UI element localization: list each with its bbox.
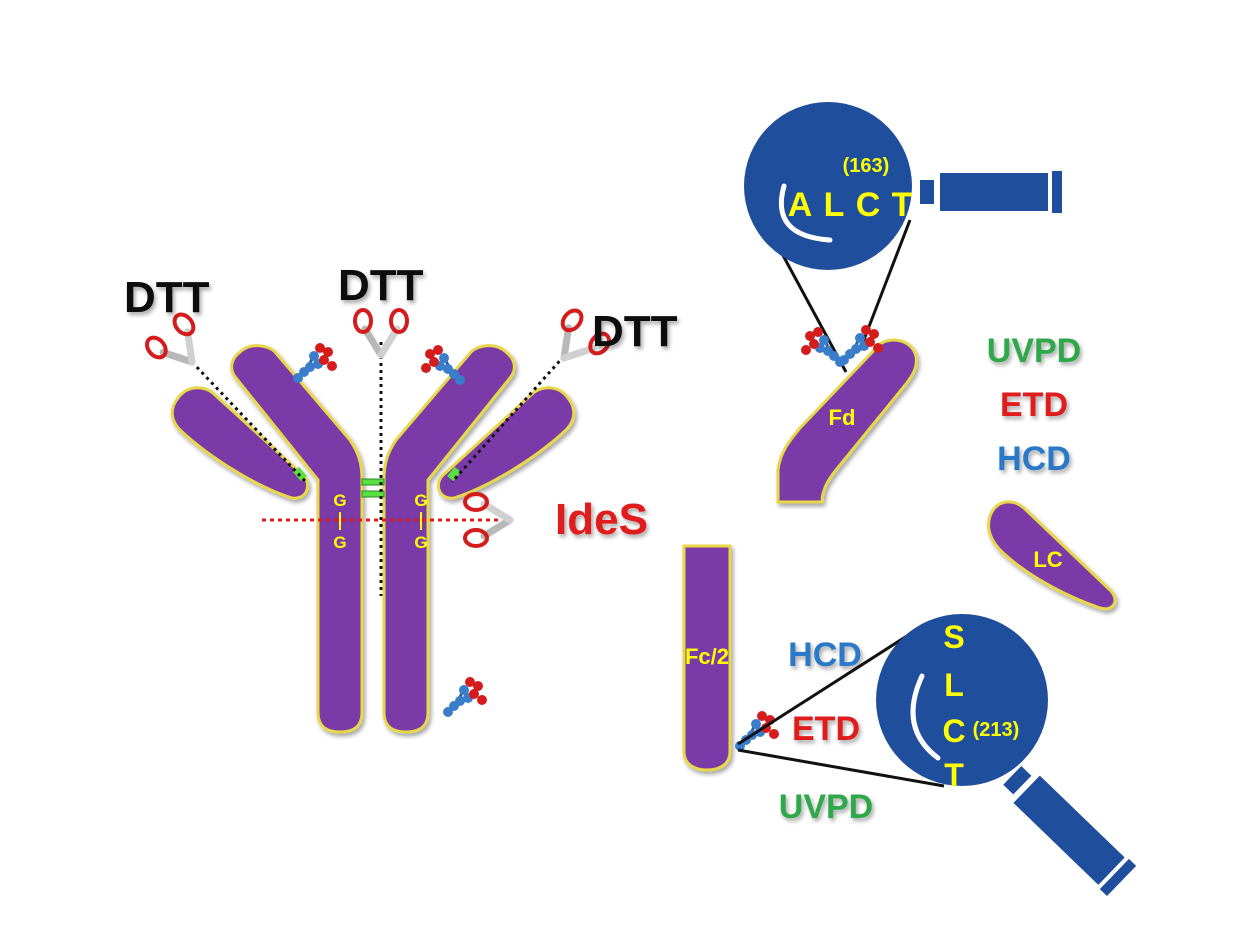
- hinge-right-g1: G: [414, 491, 427, 510]
- fd-sequence-3: C: [856, 186, 881, 224]
- fd-sequence-4: T: [892, 186, 913, 224]
- heavy-chain-right: [382, 344, 516, 734]
- fd-method-hcd: HCD: [997, 440, 1071, 478]
- fc-residue-number: (213): [973, 719, 1020, 741]
- fd-panel: (163) A L C T Fd UVPD ETD HCD: [744, 102, 1081, 504]
- fc-method-etd: ETD: [792, 710, 860, 748]
- ides-label: IdeS: [555, 495, 648, 544]
- fc-fragment: [682, 544, 732, 772]
- fc-sequence-4: T: [944, 757, 964, 793]
- fd-sequence-1: A: [788, 186, 813, 224]
- magnifier-lens: [744, 102, 912, 270]
- fc-sequence-2: L: [944, 667, 964, 703]
- heavy-chain-left: [230, 344, 364, 734]
- fc-method-uvpd: UVPD: [779, 788, 873, 826]
- dtt-label-right: DTT: [592, 307, 678, 356]
- hinge-disulfide-bond-2: [361, 490, 385, 498]
- hinge-disulfide-bond-1: [361, 478, 385, 486]
- fd-fragment-label: Fd: [829, 405, 856, 430]
- lc-disulfide-bond-right: [447, 466, 461, 482]
- fc-fragment-label: Fc/2: [685, 644, 729, 669]
- glycan-icon: [441, 675, 489, 719]
- glycan-icon: [291, 341, 339, 385]
- fd-residue-number: (163): [843, 155, 890, 177]
- lc-fragment-label: LC: [1033, 547, 1062, 572]
- fc-panel: Fc/2 S L C T (213) HCD ETD UVPD: [682, 544, 1137, 897]
- fc-method-hcd: HCD: [788, 636, 862, 674]
- magnifier-handle: [920, 180, 934, 204]
- hinge-left-g2: G: [333, 533, 346, 552]
- light-chain-left: [170, 386, 309, 500]
- light-chain-right: [437, 386, 576, 500]
- lc-fragment: [987, 500, 1117, 611]
- hinge-left-g1: G: [333, 491, 346, 510]
- fd-fragment: [776, 338, 918, 504]
- fd-method-uvpd: UVPD: [987, 332, 1081, 370]
- scissors-icon: [355, 310, 407, 355]
- dtt-label-center: DTT: [338, 261, 424, 310]
- fd-method-etd: ETD: [1000, 386, 1068, 424]
- dtt-label-left: DTT: [124, 273, 210, 322]
- fd-sequence-2: L: [824, 186, 845, 224]
- antibody: G G G G DTT DTT DTT IdeS: [124, 261, 678, 734]
- dtt-cut-line-right: [450, 355, 566, 483]
- lc-panel: LC: [987, 500, 1117, 611]
- fc-sequence-3: C: [942, 713, 965, 749]
- magnifier-handle: [1003, 766, 1137, 897]
- magnifier-lens: [876, 614, 1048, 786]
- glycan-icon: [799, 325, 847, 369]
- hinge-right-g2: G: [414, 533, 427, 552]
- fc-sequence-1: S: [943, 619, 964, 655]
